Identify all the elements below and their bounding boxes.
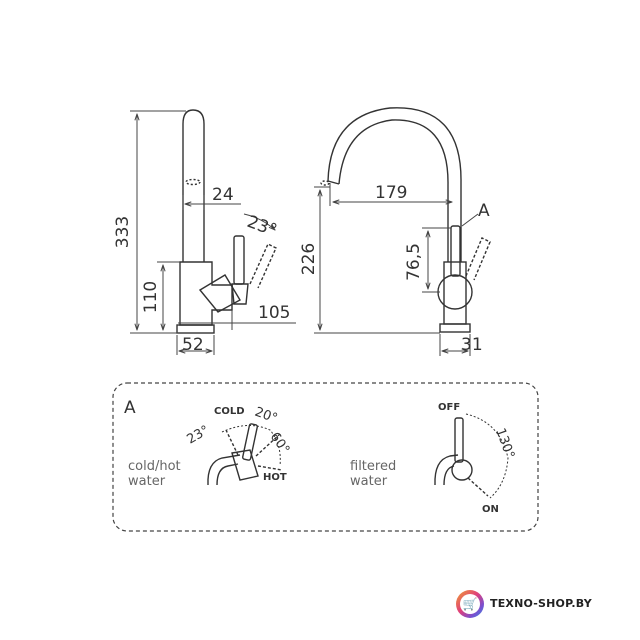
angle-130: 130° <box>492 426 517 461</box>
caption-cold-hot-1: cold/hot <box>128 459 181 474</box>
mixer-lever-dashed-right <box>255 433 281 457</box>
filter-knob <box>451 459 473 481</box>
mixer-body-curve <box>207 454 241 486</box>
caption-filtered-2: water <box>350 474 388 489</box>
side-lever <box>233 235 245 285</box>
caption-filtered-1: filtered <box>350 459 396 474</box>
side-handle-cap <box>198 274 241 313</box>
shopping-cart-icon: 🛒 <box>460 594 480 614</box>
front-view <box>320 107 491 333</box>
logo-badge: 🛒 <box>456 590 484 618</box>
logo-text: TEXNO-SHOP.BY <box>490 597 592 610</box>
front-spout-tip <box>327 180 340 185</box>
front-spout-inner <box>338 119 449 262</box>
side-lever-dashed <box>249 243 277 289</box>
front-base <box>439 323 471 333</box>
mixer-arc <box>221 425 281 467</box>
dim-110: 110 <box>141 281 161 313</box>
label-on: ON <box>482 504 499 515</box>
side-lever-joint <box>231 283 249 305</box>
side-body <box>179 261 233 326</box>
front-aerator <box>320 180 330 186</box>
dim-31: 31 <box>461 335 483 355</box>
dim-226: 226 <box>299 243 319 275</box>
dim-23-deg: 23° <box>244 212 279 241</box>
mixer-lever-dashed-hot <box>257 465 283 471</box>
front-dimensions <box>314 183 479 356</box>
dim-333: 333 <box>113 216 133 248</box>
mixer-cap <box>231 449 259 481</box>
dim-52: 52 <box>182 335 204 355</box>
front-body <box>443 261 467 325</box>
detail-a-title: A <box>124 398 136 418</box>
label-cold: COLD <box>214 406 245 417</box>
detail-a-frame <box>112 382 539 532</box>
side-spout-tube <box>182 109 205 262</box>
label-off: OFF <box>438 402 460 413</box>
label-hot: HOT <box>263 472 287 483</box>
caption-cold-hot-2: water <box>128 474 166 489</box>
side-spout-aerator <box>185 178 201 186</box>
detail-right-filter <box>434 413 509 499</box>
filter-arc <box>465 413 509 499</box>
dim-76-5: 76,5 <box>404 243 424 281</box>
angle-23: 23° <box>185 423 212 448</box>
front-handle-knob <box>437 274 473 310</box>
dim-24: 24 <box>212 185 234 205</box>
dim-105: 105 <box>258 303 290 323</box>
detail-left-mixer <box>207 423 283 486</box>
front-spout-outer <box>327 107 462 262</box>
angle-20: 20° <box>253 405 280 427</box>
side-dimensions <box>130 110 296 355</box>
filter-lever-dashed <box>467 477 489 497</box>
filter-body-curve <box>434 454 459 486</box>
detail-ref-a: A <box>478 201 490 221</box>
side-view <box>176 109 277 334</box>
mixer-body-inner <box>216 463 239 486</box>
front-lever <box>450 225 461 277</box>
mixer-lever <box>242 423 258 461</box>
mixer-lever-dashed-left <box>225 429 239 456</box>
dim-179: 179 <box>375 183 407 203</box>
angle-60: 60° <box>267 430 293 457</box>
front-lever-dashed <box>465 237 491 281</box>
side-base <box>176 324 215 334</box>
filter-lever <box>454 417 464 463</box>
